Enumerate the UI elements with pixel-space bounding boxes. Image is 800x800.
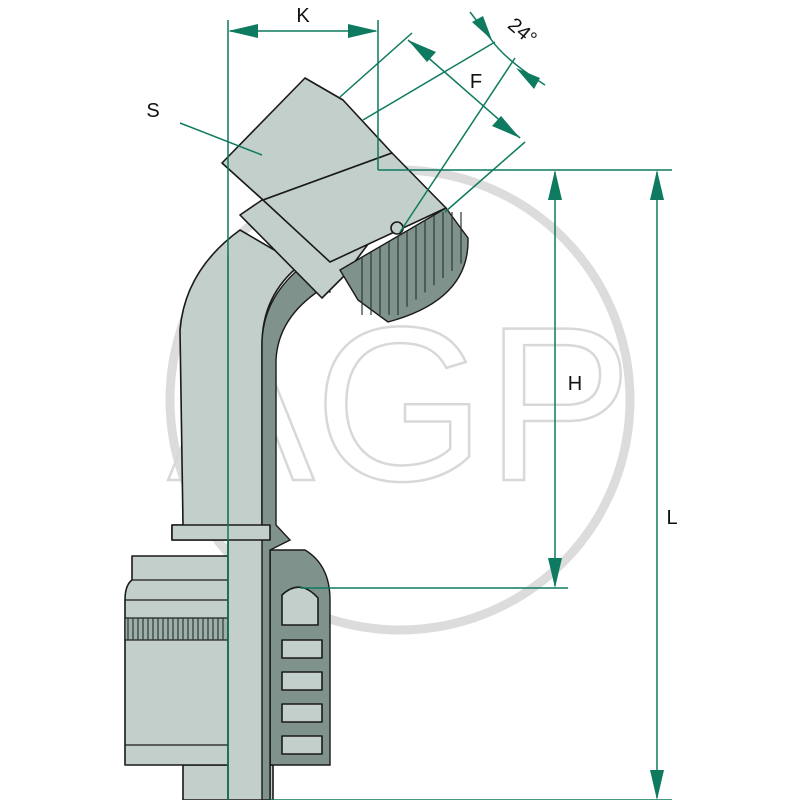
tube-section [261,267,322,800]
label-h: H [568,373,582,395]
nut-section [339,207,469,323]
label-angle: 24° [503,14,540,50]
o-ring [390,221,404,235]
label-l: L [666,507,677,529]
label-f: F [470,71,482,93]
union-nut [221,77,469,323]
dimensions [179,11,672,800]
label-k: K [296,5,310,27]
label-s: S [146,100,159,122]
